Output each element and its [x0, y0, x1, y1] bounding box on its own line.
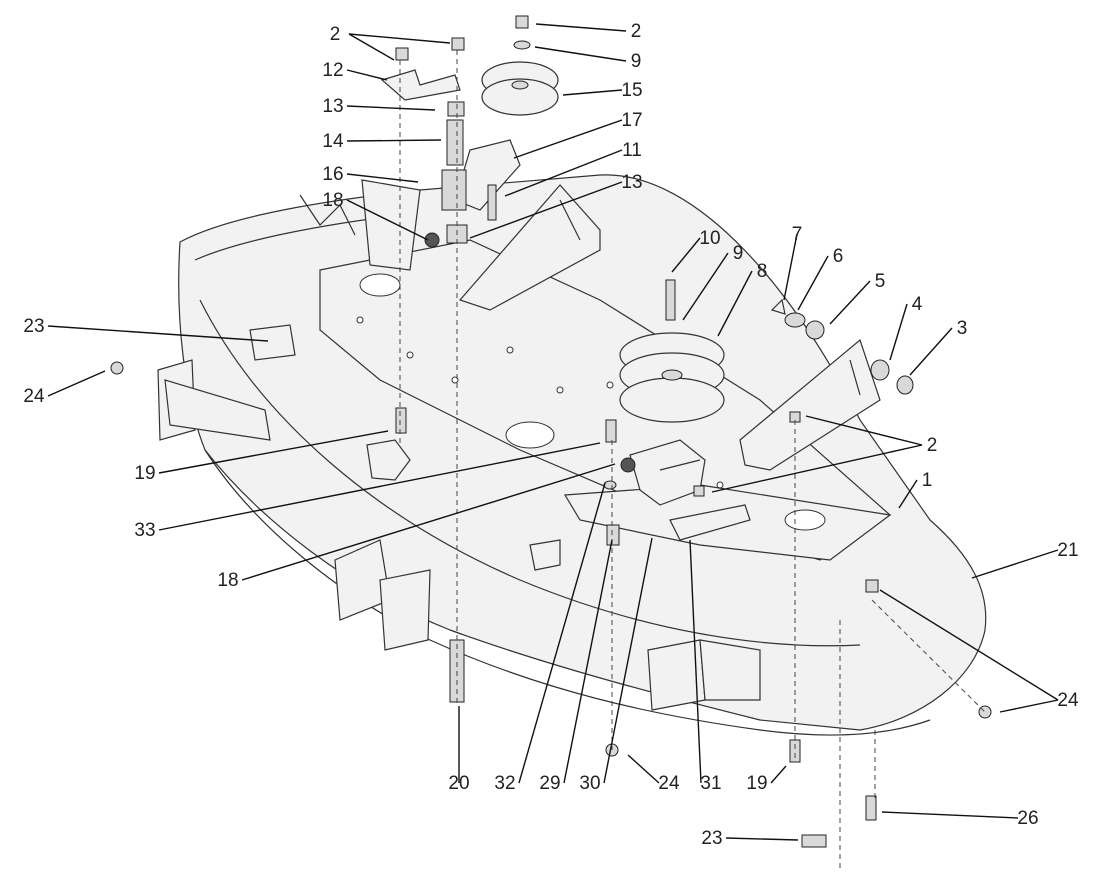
leader-line	[889, 303, 908, 361]
leader-line	[717, 270, 753, 337]
leader-line	[346, 199, 429, 241]
callout-label: 18	[217, 570, 238, 591]
callout-label: 13	[322, 96, 343, 117]
callout-label: 23	[23, 316, 44, 337]
callout-label: 11	[622, 140, 642, 161]
leader-line	[346, 173, 419, 183]
leader-line	[689, 539, 702, 784]
callout-label: 2	[330, 24, 341, 45]
idler-arm	[669, 504, 751, 541]
leader-line	[158, 430, 389, 474]
leader-line	[783, 233, 798, 301]
hardware	[110, 15, 992, 848]
deck-mount-brackets	[157, 359, 761, 711]
callout-label: 15	[621, 80, 642, 101]
leader-line	[563, 539, 613, 784]
leader-line	[348, 33, 395, 61]
callout-label: 8	[757, 261, 768, 282]
callout-label: 33	[134, 520, 155, 541]
leader-line	[47, 370, 106, 397]
leader-line	[881, 811, 1019, 819]
callout-leaders	[47, 23, 1059, 841]
callout-label: 5	[875, 271, 886, 292]
leader-line	[971, 549, 1059, 579]
callout-label: 4	[912, 294, 923, 315]
spindle-pulley	[619, 332, 725, 423]
leader-line	[797, 255, 829, 311]
leader-line	[504, 149, 623, 197]
callout-label: 32	[494, 773, 515, 794]
leader-line	[346, 105, 436, 111]
callout-label: 2	[927, 435, 938, 456]
leader-line	[513, 119, 623, 159]
leader-line	[909, 327, 953, 376]
leader-line	[682, 252, 729, 321]
callout-label: 31	[700, 773, 721, 794]
leader-line	[348, 33, 451, 44]
leader-line	[805, 415, 923, 446]
callout-label: 6	[833, 246, 844, 267]
callout-label: 3	[957, 318, 968, 339]
idler-pulley	[481, 61, 559, 116]
callout-label: 21	[1057, 540, 1078, 561]
leader-line	[346, 69, 388, 81]
leader-line	[711, 444, 923, 493]
leader-line	[47, 325, 269, 342]
callout-label: 9	[733, 243, 744, 264]
alignment-lines	[399, 50, 986, 870]
leader-line	[879, 589, 1059, 701]
callout-label: 10	[699, 228, 720, 249]
callout-label: 19	[746, 773, 767, 794]
callout-label: 29	[539, 773, 560, 794]
callout-label: 9	[631, 51, 642, 72]
leader-line	[346, 139, 442, 142]
leader-line	[158, 442, 601, 531]
leader-line	[725, 837, 799, 841]
upper-idler-bracket	[361, 179, 601, 311]
leader-line	[770, 765, 787, 784]
leader-line	[671, 237, 701, 273]
callout-label: 1	[922, 470, 933, 491]
callout-label: 19	[134, 463, 155, 484]
deck-top-plate	[319, 239, 891, 561]
callout-label: 26	[1017, 808, 1038, 829]
leader-line	[534, 46, 627, 62]
callout-label: 24	[1057, 690, 1079, 711]
callout-label: 7	[792, 224, 803, 245]
callout-label: 18	[322, 190, 343, 211]
spindle-side-bracket	[739, 338, 881, 471]
callout-label: 24	[23, 386, 45, 407]
callout-label: 14	[322, 131, 344, 152]
callout-label: 20	[448, 773, 469, 794]
callout-label: 16	[322, 164, 343, 185]
callout-label: 24	[658, 773, 680, 794]
callout-label: 2	[631, 21, 642, 42]
callout-label: 23	[701, 828, 722, 849]
callout-label: 30	[579, 773, 600, 794]
leader-line	[999, 699, 1059, 713]
leader-line	[518, 482, 606, 784]
leader-line	[829, 280, 871, 325]
leader-line	[469, 181, 623, 239]
callout-label: 17	[621, 110, 642, 131]
leader-line	[241, 463, 616, 581]
callout-label: 13	[621, 172, 642, 193]
callout-label: 12	[322, 60, 343, 81]
leader-line	[603, 537, 653, 784]
leader-line	[898, 479, 918, 509]
leader-line	[627, 754, 660, 784]
leader-line	[535, 23, 627, 32]
leader-line	[562, 89, 623, 96]
